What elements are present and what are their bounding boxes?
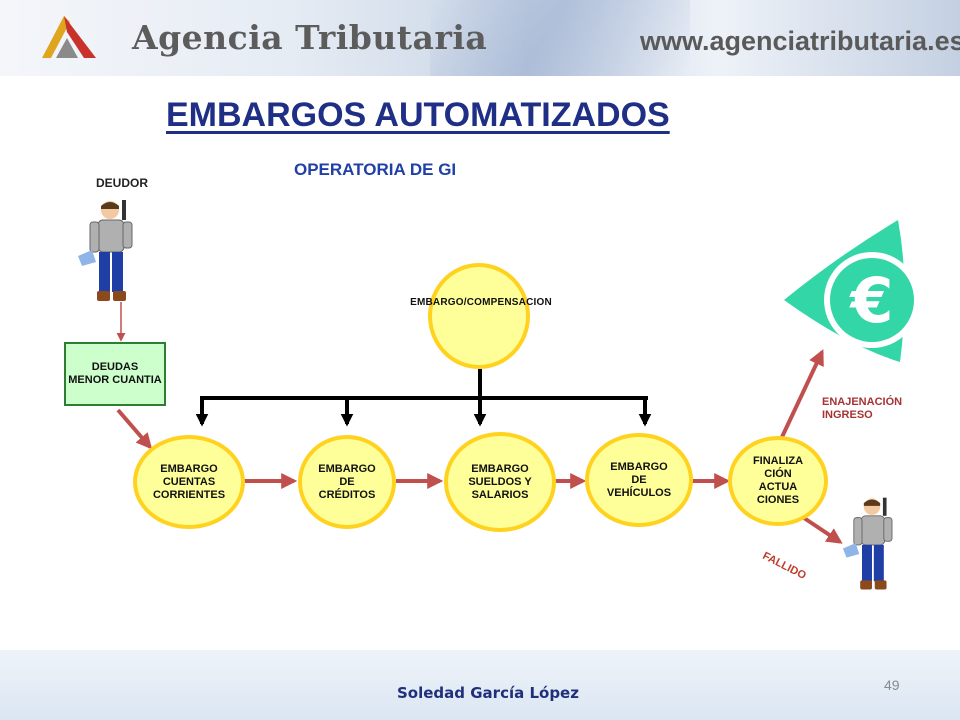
- node-sueldos-line-2: SUELDOS Y: [468, 475, 532, 488]
- embargo-compensacion-node: [428, 263, 530, 369]
- node-sueldos-line-3: SALARIOS: [471, 488, 529, 501]
- node-embargo-creditos: EMBARGO DE CRÉDITOS: [298, 435, 396, 529]
- footer-band: [0, 650, 960, 720]
- debtor-person-icon: [78, 200, 133, 301]
- node-vehiculos-line-1: EMBARGO: [610, 460, 668, 473]
- page-subtitle: OPERATORIA DE GI: [294, 160, 457, 179]
- node-vehiculos-line-3: VEHÍCULOS: [606, 486, 672, 499]
- embargo-compensacion-label: EMBARGO/COMPENSACION: [410, 297, 552, 308]
- node-finaliza-line-3: ACTUA: [758, 481, 798, 493]
- enajenacion-ingreso-label: ENAJENACIÓN INGRESO: [822, 396, 902, 422]
- euro-icon: €: [784, 220, 920, 362]
- node-vehiculos-line-2: DE: [631, 473, 647, 486]
- node-embargo-vehiculos: EMBARGO DE VEHÍCULOS: [585, 433, 693, 527]
- enajenacion-line-2: INGRESO: [822, 409, 873, 421]
- node-embargo-sueldos: EMBARGO SUELDOS Y SALARIOS: [444, 432, 556, 532]
- node-sueldos-line-1: EMBARGO: [471, 462, 529, 475]
- node-creditos-line-3: CRÉDITOS: [318, 488, 376, 501]
- node-cuentas-line-3: CORRIENTES: [152, 488, 226, 501]
- debtor-person-icon: [842, 497, 893, 590]
- node-embargo-cuentas: EMBARGO CUENTAS CORRIENTES: [133, 435, 245, 529]
- node-creditos-line-1: EMBARGO: [318, 462, 376, 475]
- node-finalizacion-actuaciones: FINALIZA CIÓN ACTUA CIONES: [728, 436, 828, 526]
- node-cuentas-line-2: CUENTAS: [162, 475, 216, 488]
- deudas-line-1: DEUDAS: [91, 361, 139, 373]
- website-url[interactable]: www.agenciatributaria.es: [640, 26, 960, 56]
- deudor-label: DEUDOR: [96, 176, 149, 190]
- deudas-to-cuentas-arrow: [116, 408, 153, 450]
- page-title: EMBARGOS AUTOMATIZADOS: [166, 96, 670, 134]
- brand-name: Agencia Tributaria: [132, 18, 488, 57]
- node-finaliza-line-4: CIONES: [756, 494, 800, 506]
- node-cuentas-line-1: EMBARGO: [160, 462, 218, 475]
- header-banner: Agencia Tributaria www.agenciatributaria…: [0, 0, 960, 76]
- deudas-line-2: MENOR CUANTIA: [68, 374, 162, 386]
- euro-symbol: €: [848, 264, 893, 337]
- author-name: Soledad García López: [397, 684, 579, 702]
- page-number: 49: [884, 677, 900, 693]
- agencia-tributaria-logo-icon: [42, 16, 96, 58]
- deudas-menor-cuantia-box: DEUDAS MENOR CUANTIA: [64, 342, 166, 406]
- node-finaliza-line-2: CIÓN: [764, 468, 792, 480]
- enajenacion-line-1: ENAJENACIÓN: [822, 396, 903, 408]
- finaliza-to-fallido-arrow: [802, 516, 843, 544]
- header-wave: [430, 0, 690, 76]
- finaliza-to-euro-arrow: [780, 349, 824, 438]
- node-finaliza-line-1: FINALIZA: [752, 455, 804, 467]
- node-creditos-line-2: DE: [339, 475, 355, 488]
